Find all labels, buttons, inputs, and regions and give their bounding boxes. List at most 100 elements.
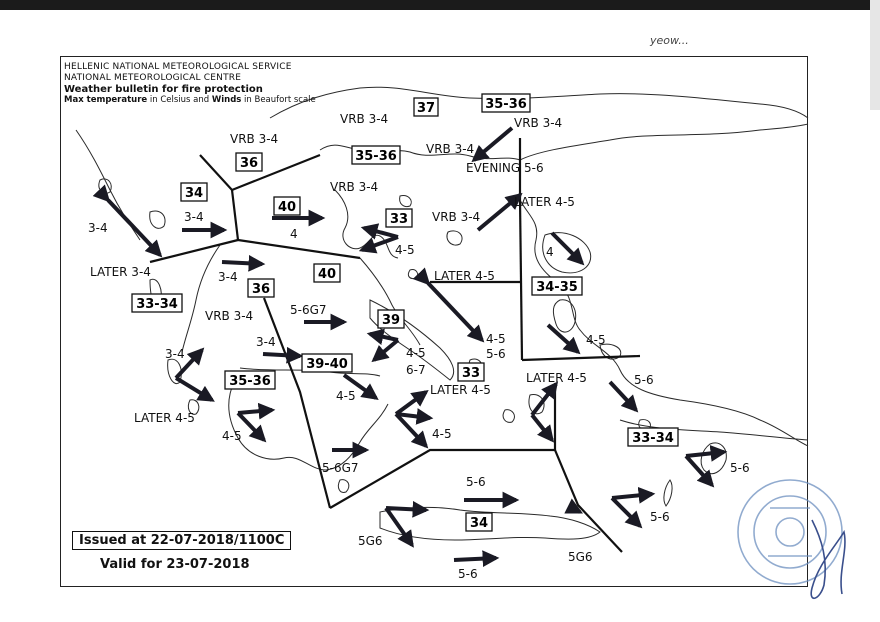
- temperature-box: 34: [465, 512, 493, 532]
- wind-label: 4: [546, 245, 554, 259]
- temperature-box: 40: [313, 263, 341, 283]
- svg-text:35-36: 35-36: [485, 97, 527, 112]
- scan-edge-right: [870, 0, 880, 110]
- wind-label: 5-6: [730, 461, 750, 475]
- service-name: HELLENIC NATIONAL METEOROLOGICAL SERVICE: [64, 62, 292, 72]
- boundary-south: [329, 448, 555, 509]
- crete-island: [379, 506, 601, 541]
- wind-label: 5-6: [634, 373, 654, 387]
- cyclades-paros: [502, 409, 515, 423]
- wind-label: 5-6: [650, 510, 670, 524]
- wind-label: 5G6: [568, 550, 593, 564]
- map-frame: [60, 56, 808, 587]
- wind-label: 5-6G7: [290, 303, 327, 317]
- bulletin-header: HELLENIC NATIONAL METEOROLOGICAL SERVICE…: [64, 62, 316, 106]
- peloponnese: [228, 379, 389, 471]
- wind-label: 5G6: [358, 534, 383, 548]
- wind-arrow: [174, 347, 205, 380]
- temperature-box: 39-40: [301, 353, 353, 373]
- wind-arrow: [221, 254, 266, 272]
- lesvos-island: [542, 232, 592, 274]
- wind-arrow: [174, 376, 215, 402]
- coastline-turkey: [519, 123, 809, 161]
- wind-label: 3-4: [218, 270, 238, 284]
- cyclades-naxos: [528, 393, 545, 415]
- wind-arrow: [371, 338, 400, 363]
- wind-arrow: [384, 506, 414, 548]
- wind-label: VRB 3-4: [230, 132, 278, 146]
- bulletin-subtitle: Max temperature in Celsius and Winds in …: [64, 95, 316, 105]
- temperature-box: 35-36: [481, 93, 531, 113]
- thasos-island: [399, 195, 412, 207]
- wind-arrow: [610, 496, 643, 529]
- wind-label: VRB 3-4: [432, 210, 480, 224]
- temperature-box: 33: [385, 208, 413, 228]
- rhodes-island: [700, 442, 727, 475]
- karpathos-island: [663, 479, 673, 507]
- temperature-boxes: 37 35-36 36 35-36 34 40 33 40 36 33-34 3…: [131, 93, 679, 532]
- temperature-box: 34-35: [531, 276, 583, 296]
- svg-text:34-35: 34-35: [536, 280, 578, 295]
- wind-label: 3-4: [256, 335, 276, 349]
- chios-island: [552, 299, 577, 333]
- svg-text:33: 33: [390, 212, 408, 227]
- coastline-north: [269, 86, 809, 119]
- temperature-box: 40: [273, 196, 301, 216]
- wind-label: 4-5: [432, 427, 452, 441]
- wind-label: VRB 3-4: [426, 142, 474, 156]
- svg-text:36: 36: [240, 156, 258, 171]
- wind-label: EVENING 5-6: [466, 161, 544, 175]
- wind-arrow: [550, 231, 585, 266]
- wind-label: 3-4: [88, 221, 108, 235]
- wind-label: LATER 4-5: [526, 371, 587, 385]
- wind-label: LATER 4-5: [134, 411, 195, 425]
- svg-text:37: 37: [417, 101, 435, 116]
- wind-label: VRB 3-4: [514, 116, 562, 130]
- wind-arrows: [92, 126, 728, 568]
- svg-text:33-34: 33-34: [136, 297, 178, 312]
- temperature-box: 39: [377, 309, 405, 329]
- wind-arrow: [453, 550, 500, 568]
- temperature-box: 36: [247, 278, 275, 298]
- signature: [810, 519, 846, 599]
- wind-label: VRB 3-4: [205, 309, 253, 323]
- svg-text:34: 34: [185, 186, 203, 201]
- coastline-thessaly: [359, 257, 421, 346]
- svg-text:39: 39: [382, 313, 400, 328]
- wind-label: 4-5: [406, 346, 426, 360]
- temperature-box: 33: [457, 362, 485, 382]
- limnos-island: [446, 230, 463, 246]
- wind-arrow: [237, 402, 276, 420]
- wind-label: 4-5: [336, 389, 356, 403]
- valid-date: Valid for 23-07-2018: [100, 557, 250, 572]
- wind-arrow: [262, 346, 304, 364]
- coastline-epirus: [181, 244, 221, 353]
- scan-edge-top: [0, 0, 880, 10]
- wind-label: 5-6: [458, 567, 478, 581]
- wind-label: 6-7: [406, 363, 426, 377]
- wind-arrow: [530, 381, 559, 417]
- boundary-west: [149, 238, 239, 264]
- official-stamp: [737, 479, 843, 585]
- svg-text:34: 34: [470, 516, 488, 531]
- wind-arrow: [476, 192, 523, 232]
- wind-label: VRB 3-4: [330, 180, 378, 194]
- wind-arrow: [358, 235, 399, 254]
- temperature-box: 37: [413, 97, 439, 117]
- wind-label: 4-5: [486, 332, 506, 346]
- wind-labels: VRB 3-4 VRB 3-4 VRB 3-4 VRB 3-4 EVENING …: [88, 112, 750, 581]
- wind-arrow: [611, 486, 656, 504]
- wind-label: VRB 3-4: [340, 112, 388, 126]
- wind-arrow: [471, 126, 514, 163]
- temperature-box: 33-34: [131, 293, 183, 313]
- wind-label: 3-4: [165, 347, 185, 361]
- centre-name: NATIONAL METEOROLOGICAL CENTRE: [64, 73, 242, 83]
- wind-arrow: [342, 373, 379, 400]
- wind-arrow: [366, 328, 399, 346]
- svg-text:40: 40: [318, 267, 336, 282]
- bulletin-title: Weather bulletin for fire protection: [64, 84, 263, 95]
- wind-arrow: [546, 323, 581, 355]
- svg-text:39-40: 39-40: [306, 357, 348, 372]
- wind-arrow: [685, 445, 728, 462]
